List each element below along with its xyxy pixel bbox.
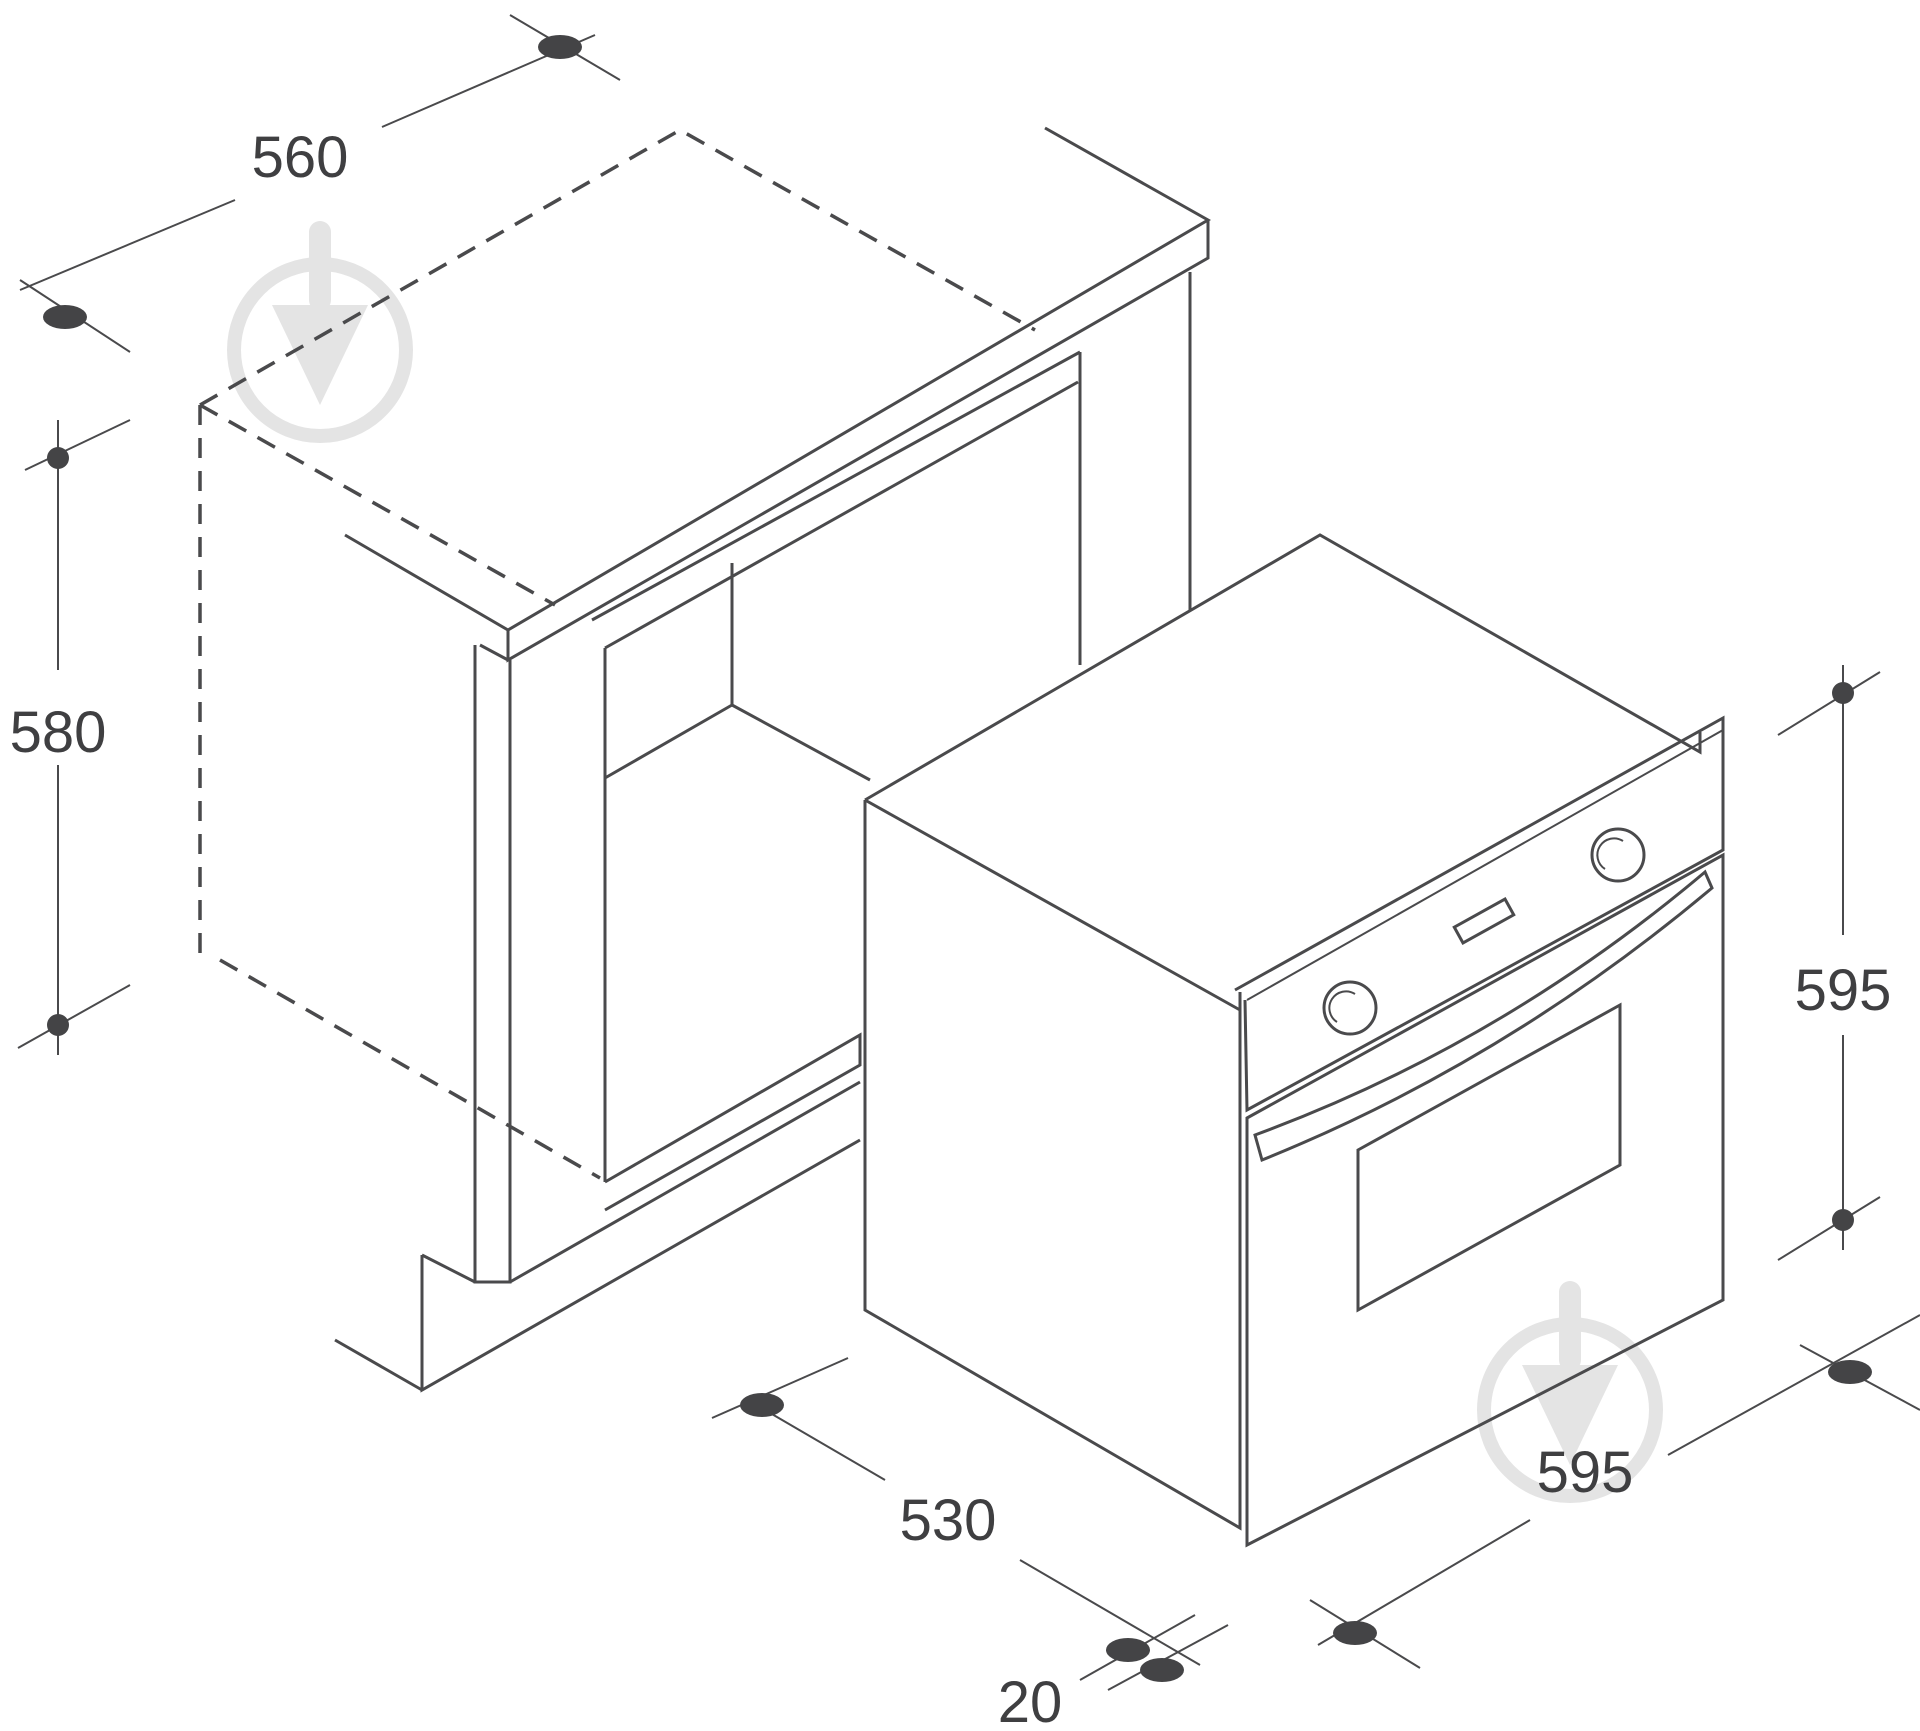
dim-label-cabinet-width: 560	[252, 125, 349, 190]
dimension-dot-icon	[1140, 1658, 1184, 1682]
dimension-line-560: 560	[19, 14, 621, 353]
dimension-line-595-width: 595	[1309, 1314, 1920, 1669]
dimension-dot-icon	[538, 35, 582, 59]
cabinet-inner-top2	[604, 380, 1079, 650]
countertop-edge	[479, 643, 509, 662]
countertop-top	[344, 126, 1212, 632]
cavity-floor-back	[731, 703, 871, 782]
cabinet-shelf	[604, 1032, 862, 1212]
dimension-dot-icon	[47, 447, 69, 469]
dimension-dot-icon	[1828, 1360, 1872, 1384]
dim-label-door-depth: 20	[998, 1670, 1063, 1731]
dimension-line-20: 20	[998, 1614, 1229, 1731]
cabinet-inner-top	[591, 350, 1081, 622]
oven-control-panel	[1234, 715, 1725, 1113]
dim-label-cabinet-height: 580	[10, 700, 107, 765]
cabinet-niche	[198, 126, 1212, 1393]
dimension-line-530: 530	[711, 1357, 1201, 1666]
dimension-dot-icon	[1106, 1638, 1150, 1662]
oven-knob-icon	[1322, 980, 1378, 1036]
oven-display	[1452, 897, 1516, 945]
cabinet-plinth-step	[421, 1253, 476, 1284]
dimension-dot-icon	[1832, 682, 1854, 704]
oven-top-front-edge	[864, 798, 1241, 1012]
oven-side	[863, 800, 1242, 1531]
oven	[863, 533, 1725, 1548]
dim-label-oven-width: 595	[1537, 1440, 1634, 1505]
dim-label-oven-height: 595	[1795, 958, 1892, 1023]
niche-dashed-bottom	[219, 958, 601, 1180]
niche-dashed-inner	[199, 403, 556, 607]
countertop-front	[506, 220, 1210, 663]
dimension-line-595-height: 595	[1777, 665, 1892, 1261]
dimension-dot-icon	[1333, 1621, 1377, 1645]
dimension-dot-icon	[47, 1014, 69, 1036]
dimension-dot-icon	[740, 1393, 784, 1417]
dim-label-oven-depth: 530	[900, 1488, 997, 1553]
oven-control-panel-inner	[1246, 729, 1724, 1001]
niche-dashed-top	[199, 127, 1036, 407]
cavity-left-edge	[604, 703, 733, 780]
dimension-line-580: 580	[10, 419, 131, 1055]
oven-door-window	[1356, 1002, 1622, 1313]
oven-handle	[1253, 869, 1714, 1163]
cabinet-left-panel	[473, 645, 512, 1284]
watermark-icon-top	[227, 221, 413, 443]
cabinet-plinth-front	[420, 1138, 861, 1393]
oven-door	[1245, 852, 1725, 1548]
cabinet-plinth	[509, 1080, 861, 1284]
dimension-dot-icon	[1832, 1209, 1854, 1231]
oven-top	[864, 533, 1702, 802]
dimension-dot-icon	[43, 305, 87, 329]
oven-knob-icon	[1590, 827, 1646, 883]
cabinet-floor	[334, 1338, 423, 1392]
